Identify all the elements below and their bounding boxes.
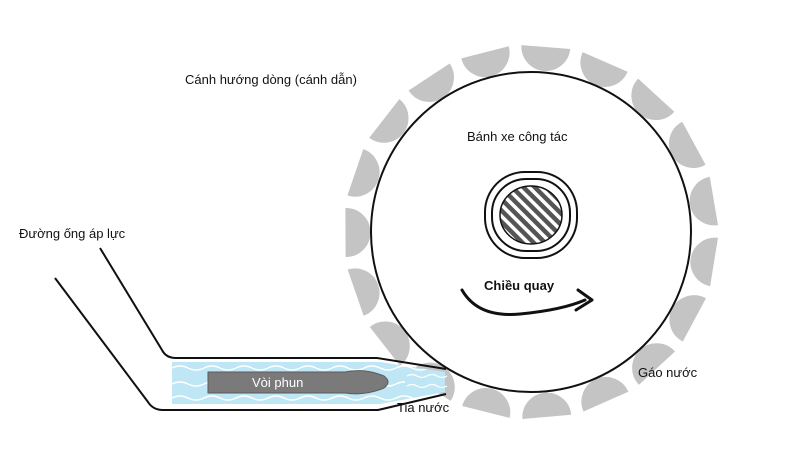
label-penstock: Đường ống áp lực [19, 226, 126, 241]
bucket-cup [669, 121, 706, 169]
bucket-cup [347, 268, 380, 316]
bucket-cup [581, 377, 629, 412]
rotation-arrow-head [574, 288, 594, 312]
bucket-ring [345, 45, 718, 419]
label-rotation: Chiều quay [484, 278, 555, 293]
nozzle-spear [207, 370, 389, 395]
bucket-cup [689, 176, 718, 226]
bucket-cup [521, 45, 571, 71]
penstock-upper-wall [99, 247, 447, 370]
label-runner: Bánh xe công tác [467, 129, 568, 144]
bucket-cup [369, 321, 410, 366]
bucket-cup [690, 237, 718, 287]
bucket-cup [345, 207, 371, 258]
label-bucket: Gáo nước [638, 365, 698, 380]
bucket-cup [522, 392, 572, 419]
bucket-cup [408, 63, 454, 102]
water-jet [405, 372, 445, 392]
penstock-lower-wall [54, 277, 447, 411]
rotation-arrow-icon [460, 288, 587, 316]
bucket-cup [369, 99, 409, 143]
bucket-cup [462, 388, 511, 418]
bucket-cup [669, 295, 706, 342]
bucket-cup [347, 149, 380, 197]
bucket-cup [631, 78, 675, 121]
bucket-cup [632, 343, 676, 385]
label-nozzle: Vòi phun [252, 375, 303, 390]
label-jet: Tia nước [397, 400, 450, 415]
bucket-cup [580, 52, 628, 87]
shaft-hatch-icon [499, 185, 563, 245]
label-guide-vane: Cánh hướng dòng (cánh dẫn) [185, 72, 357, 87]
bucket-cup [461, 46, 510, 78]
